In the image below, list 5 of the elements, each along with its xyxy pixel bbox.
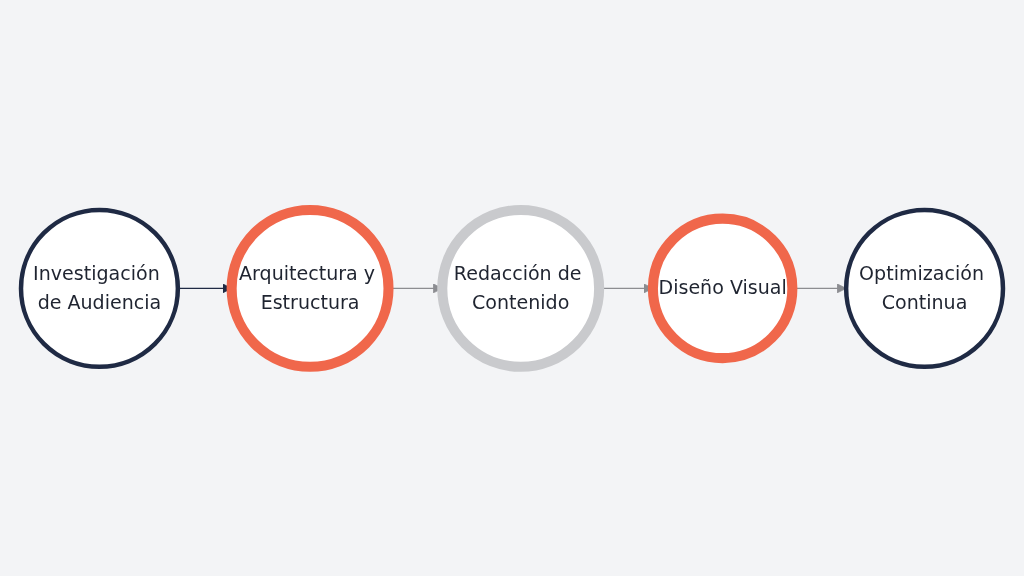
node-circle: Redacción de Contenido [437, 204, 605, 372]
node-circle: Arquitectura y Estructura [226, 204, 394, 372]
node-circle: Diseño Visual [647, 213, 798, 363]
node-circle: Investigación de Audiencia [18, 207, 181, 369]
node-circle: Optimización Continua [843, 207, 1006, 369]
